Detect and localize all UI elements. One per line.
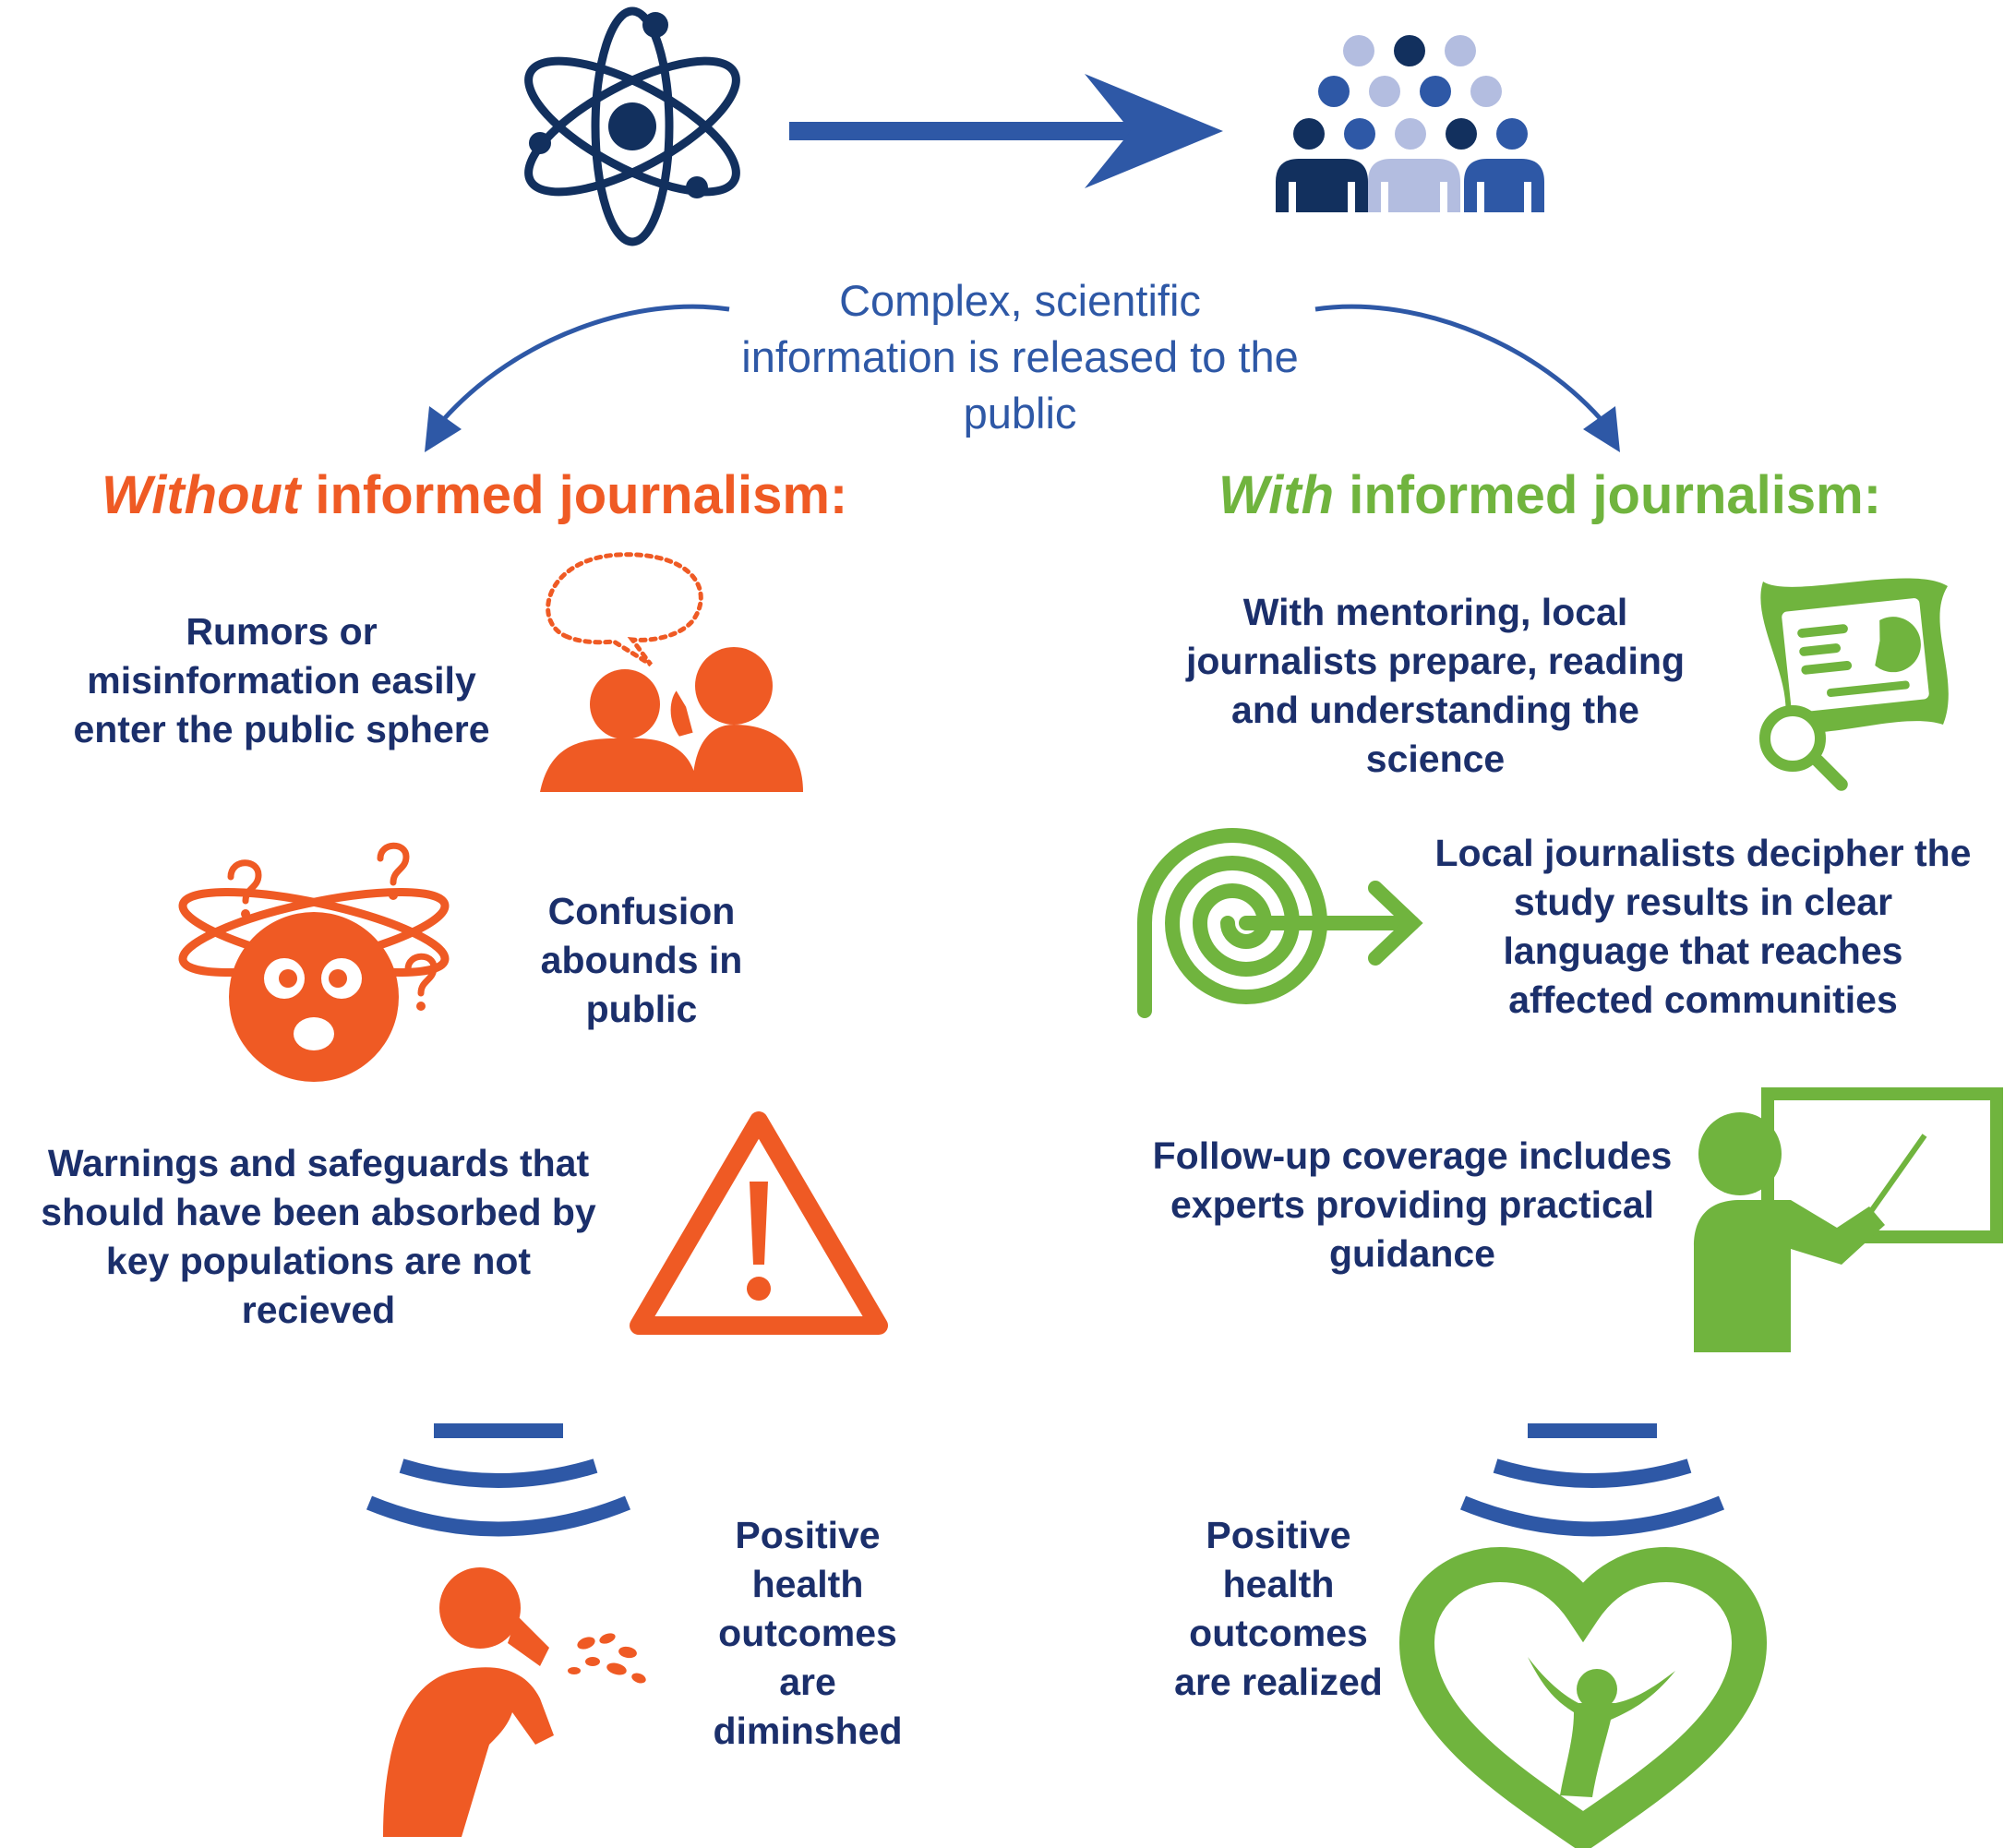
confused-face-icon — [178, 842, 450, 1082]
atom-icon — [524, 6, 740, 246]
without-item-3-text: Warnings and safeguards that should have… — [41, 1142, 596, 1331]
crowd-icon — [1276, 35, 1544, 212]
without-item-4-text: Positive health outcomes are diminshed — [713, 1514, 903, 1752]
spiral-arrow-icon — [1137, 828, 1423, 1018]
signal-waves-left-icon — [366, 1423, 631, 1537]
without-item-1-text: Rumors or misinformation easily enter th… — [73, 610, 490, 750]
curved-arrow-left-icon — [425, 304, 730, 452]
with-item-2-text: Local journalists decipher the study res… — [1434, 832, 1972, 1021]
without-heading-rest: informed journalism: — [300, 465, 848, 525]
warning-triangle-icon — [630, 1111, 888, 1335]
with-item-4-text: Positive health outcomes are realized — [1174, 1514, 1383, 1703]
heart-person-icon — [1398, 1546, 1768, 1848]
report-magnifier-icon — [1759, 578, 1949, 791]
with-item-3-text: Follow-up coverage includes experts prov… — [1152, 1134, 1673, 1275]
sick-person-icon — [383, 1567, 646, 1837]
without-heading: Without informed journalism: — [102, 466, 847, 525]
presenter-board-icon — [1694, 1087, 2003, 1352]
intro-text: Complex, scientific information is relea… — [741, 276, 1299, 438]
with-heading-rest: informed journalism: — [1334, 465, 1882, 525]
whisper-icon — [540, 552, 803, 792]
right-arrow-icon — [789, 74, 1223, 188]
curved-arrow-right-icon — [1314, 304, 1620, 452]
with-heading-emphasis: With — [1218, 465, 1335, 525]
with-heading: With informed journalism: — [1218, 466, 1881, 525]
without-heading-emphasis: Without — [102, 465, 301, 525]
without-item-2-text: Confusion abounds in public — [540, 890, 743, 1030]
signal-waves-right-icon — [1459, 1423, 1725, 1537]
with-item-1-text: With mentoring, local journalists prepar… — [1186, 591, 1685, 780]
